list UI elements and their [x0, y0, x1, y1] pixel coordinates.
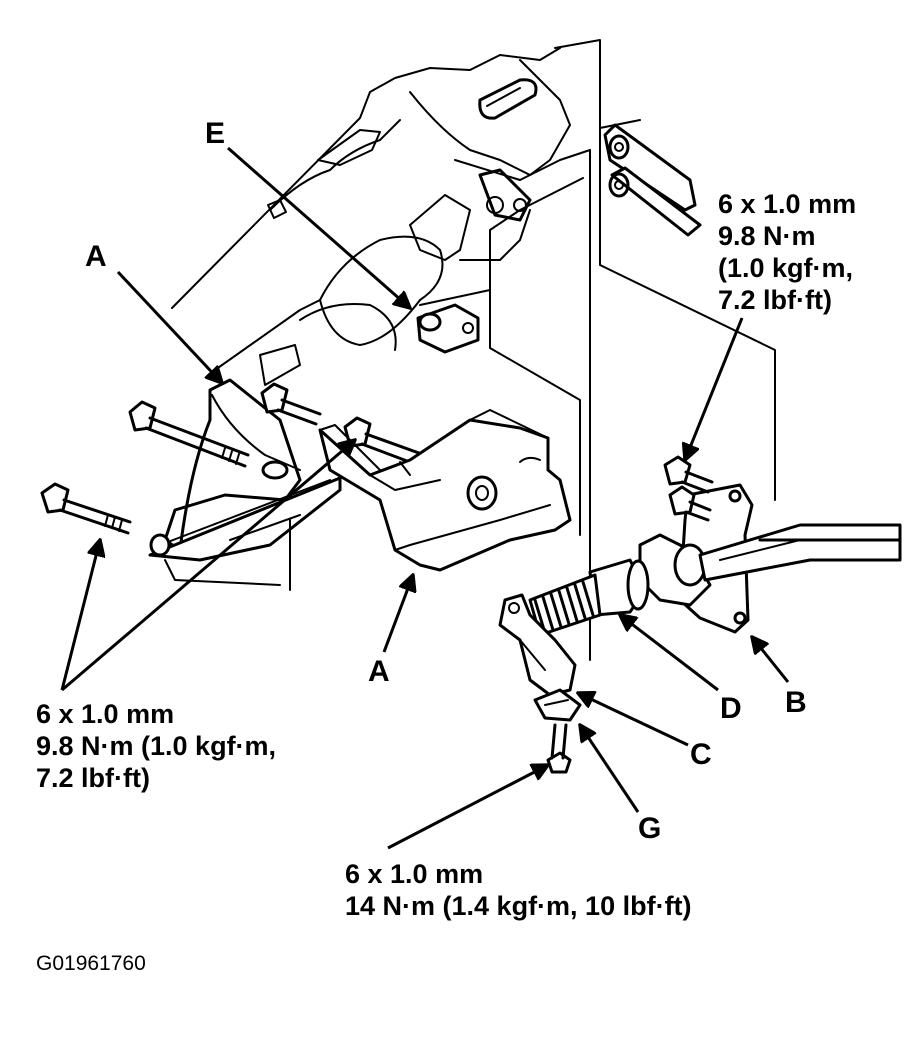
spec-upper-right-line2: 9.8 N·m — [718, 221, 816, 251]
leader-lines — [60, 146, 790, 850]
label-c: C — [690, 738, 712, 771]
mounting-panel — [419, 119, 776, 661]
part-c-bracket — [498, 593, 577, 697]
label-a-upper: A — [85, 240, 107, 273]
spec-upper-right: 6 x 1.0 mm 9.8 N·m (1.0 kgf·m, 7.2 lbf·f… — [718, 188, 856, 316]
label-e: E — [205, 117, 226, 150]
spec-lower-left-line1: 6 x 1.0 mm — [36, 699, 175, 729]
spec-lower-left-line3: 7.2 lbf·ft) — [36, 763, 150, 793]
spec-upper-right-line1: 6 x 1.0 mm — [718, 189, 857, 219]
label-a-lower: A — [368, 655, 390, 688]
part-d-cable-spring — [528, 558, 650, 637]
label-d: D — [720, 692, 742, 725]
spec-upper-right-line4: 7.2 lbf·ft) — [718, 285, 832, 315]
spec-bottom-line2: 14 N·m (1.4 kgf·m, 10 lbf·ft) — [345, 891, 692, 921]
part-e-bushing — [416, 303, 480, 354]
bottom-bolt — [546, 723, 572, 774]
upper-right-bolts — [663, 455, 714, 522]
label-b: B — [785, 686, 807, 719]
figure-id: G01961760 — [36, 952, 146, 975]
part-b-cable-mount — [638, 483, 902, 634]
spec-bottom-line1: 6 x 1.0 mm — [345, 859, 484, 889]
part-a-center-bracket — [318, 409, 572, 572]
spec-upper-right-line3: (1.0 kgf·m, — [718, 253, 854, 283]
label-g: G — [638, 812, 662, 845]
engine-housing — [171, 39, 601, 371]
spec-bottom: 6 x 1.0 mm 14 N·m (1.4 kgf·m, 10 lbf·ft) — [345, 858, 692, 922]
spec-lower-left: 6 x 1.0 mm 9.8 N·m (1.0 kgf·m, 7.2 lbf·f… — [36, 698, 276, 794]
part-g-clip — [533, 688, 582, 722]
spec-lower-left-line2: 9.8 N·m (1.0 kgf·m, — [36, 731, 277, 761]
